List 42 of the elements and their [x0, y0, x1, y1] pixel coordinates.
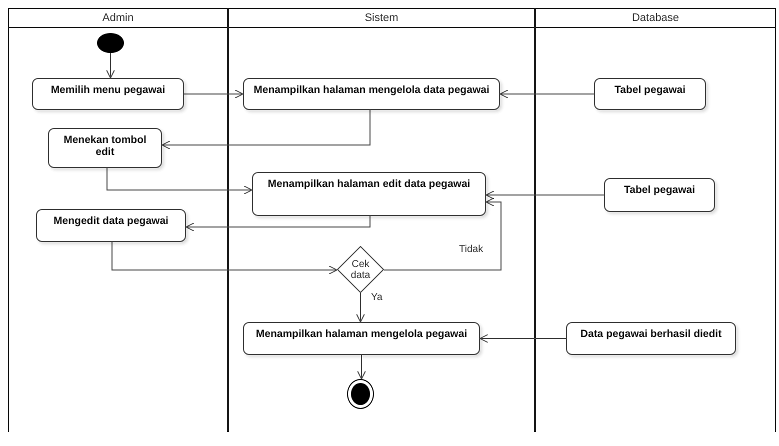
arrow	[357, 354, 366, 380]
activity-label: Menampilkan halaman mengelola pegawai	[256, 328, 468, 340]
activity-label: Menampilkan halaman edit data pegawai	[268, 178, 470, 190]
activity-label: Tabel pegawai	[624, 184, 695, 196]
arrow	[480, 334, 566, 343]
activity-label: Mengedit data pegawai	[54, 215, 168, 227]
edge-label: Tidak	[458, 244, 484, 255]
activity-box	[36, 209, 186, 242]
activity-label: Tabel pegawai	[614, 84, 686, 96]
final-node	[347, 379, 374, 409]
arrow	[162, 110, 370, 150]
arrow	[486, 190, 604, 200]
initial-node	[97, 33, 124, 53]
activity-box	[594, 78, 706, 110]
arrow	[106, 52, 115, 78]
activity-box	[48, 128, 162, 168]
swimlane	[535, 8, 776, 432]
activity-box	[32, 78, 184, 110]
activity-label: Menekan tombol edit	[62, 134, 148, 158]
edge-label: Ya	[370, 292, 384, 303]
arrow	[384, 198, 502, 270]
activity-box	[252, 172, 486, 216]
activity-box	[566, 322, 736, 355]
activity-label: Memilih menu pegawai	[50, 84, 166, 96]
activity-box	[604, 178, 715, 212]
decision-diamond	[337, 246, 384, 293]
arrow	[106, 168, 252, 194]
arrow	[112, 242, 338, 274]
arrow	[356, 292, 365, 322]
arrow	[184, 90, 244, 98]
arrow	[186, 216, 370, 232]
lane-title: Admin	[9, 9, 227, 28]
swimlane	[8, 8, 228, 432]
lane-title: Database	[536, 9, 775, 28]
activity-label: Data pegawai berhasil diedit	[580, 328, 722, 340]
activity-label: Menampilkan halaman mengelola data pegawai	[254, 84, 490, 96]
swimlane	[228, 8, 535, 432]
arrow	[500, 90, 594, 98]
activity-box	[243, 322, 480, 355]
activity-box	[243, 78, 500, 110]
decision-label: Cek data	[350, 258, 372, 280]
lane-title: Sistem	[229, 9, 534, 28]
